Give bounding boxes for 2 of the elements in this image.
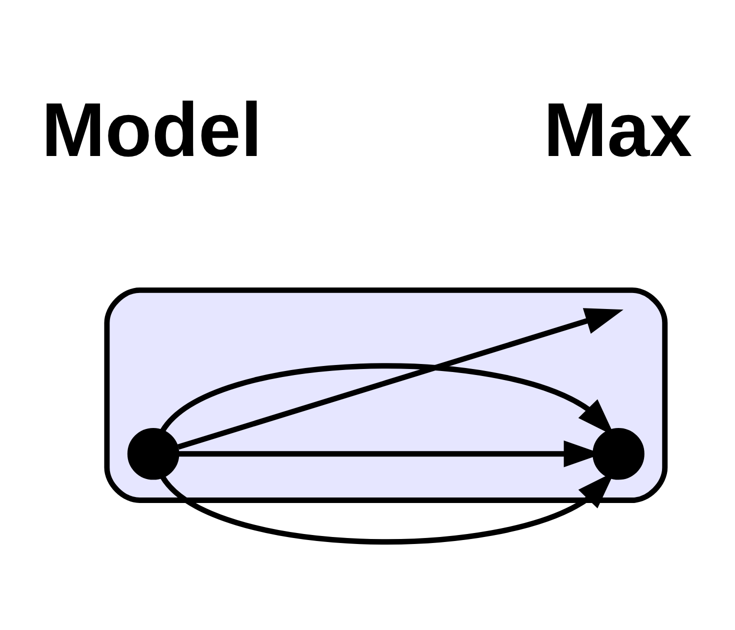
label: Model [41, 88, 262, 174]
label: Max [543, 88, 692, 174]
